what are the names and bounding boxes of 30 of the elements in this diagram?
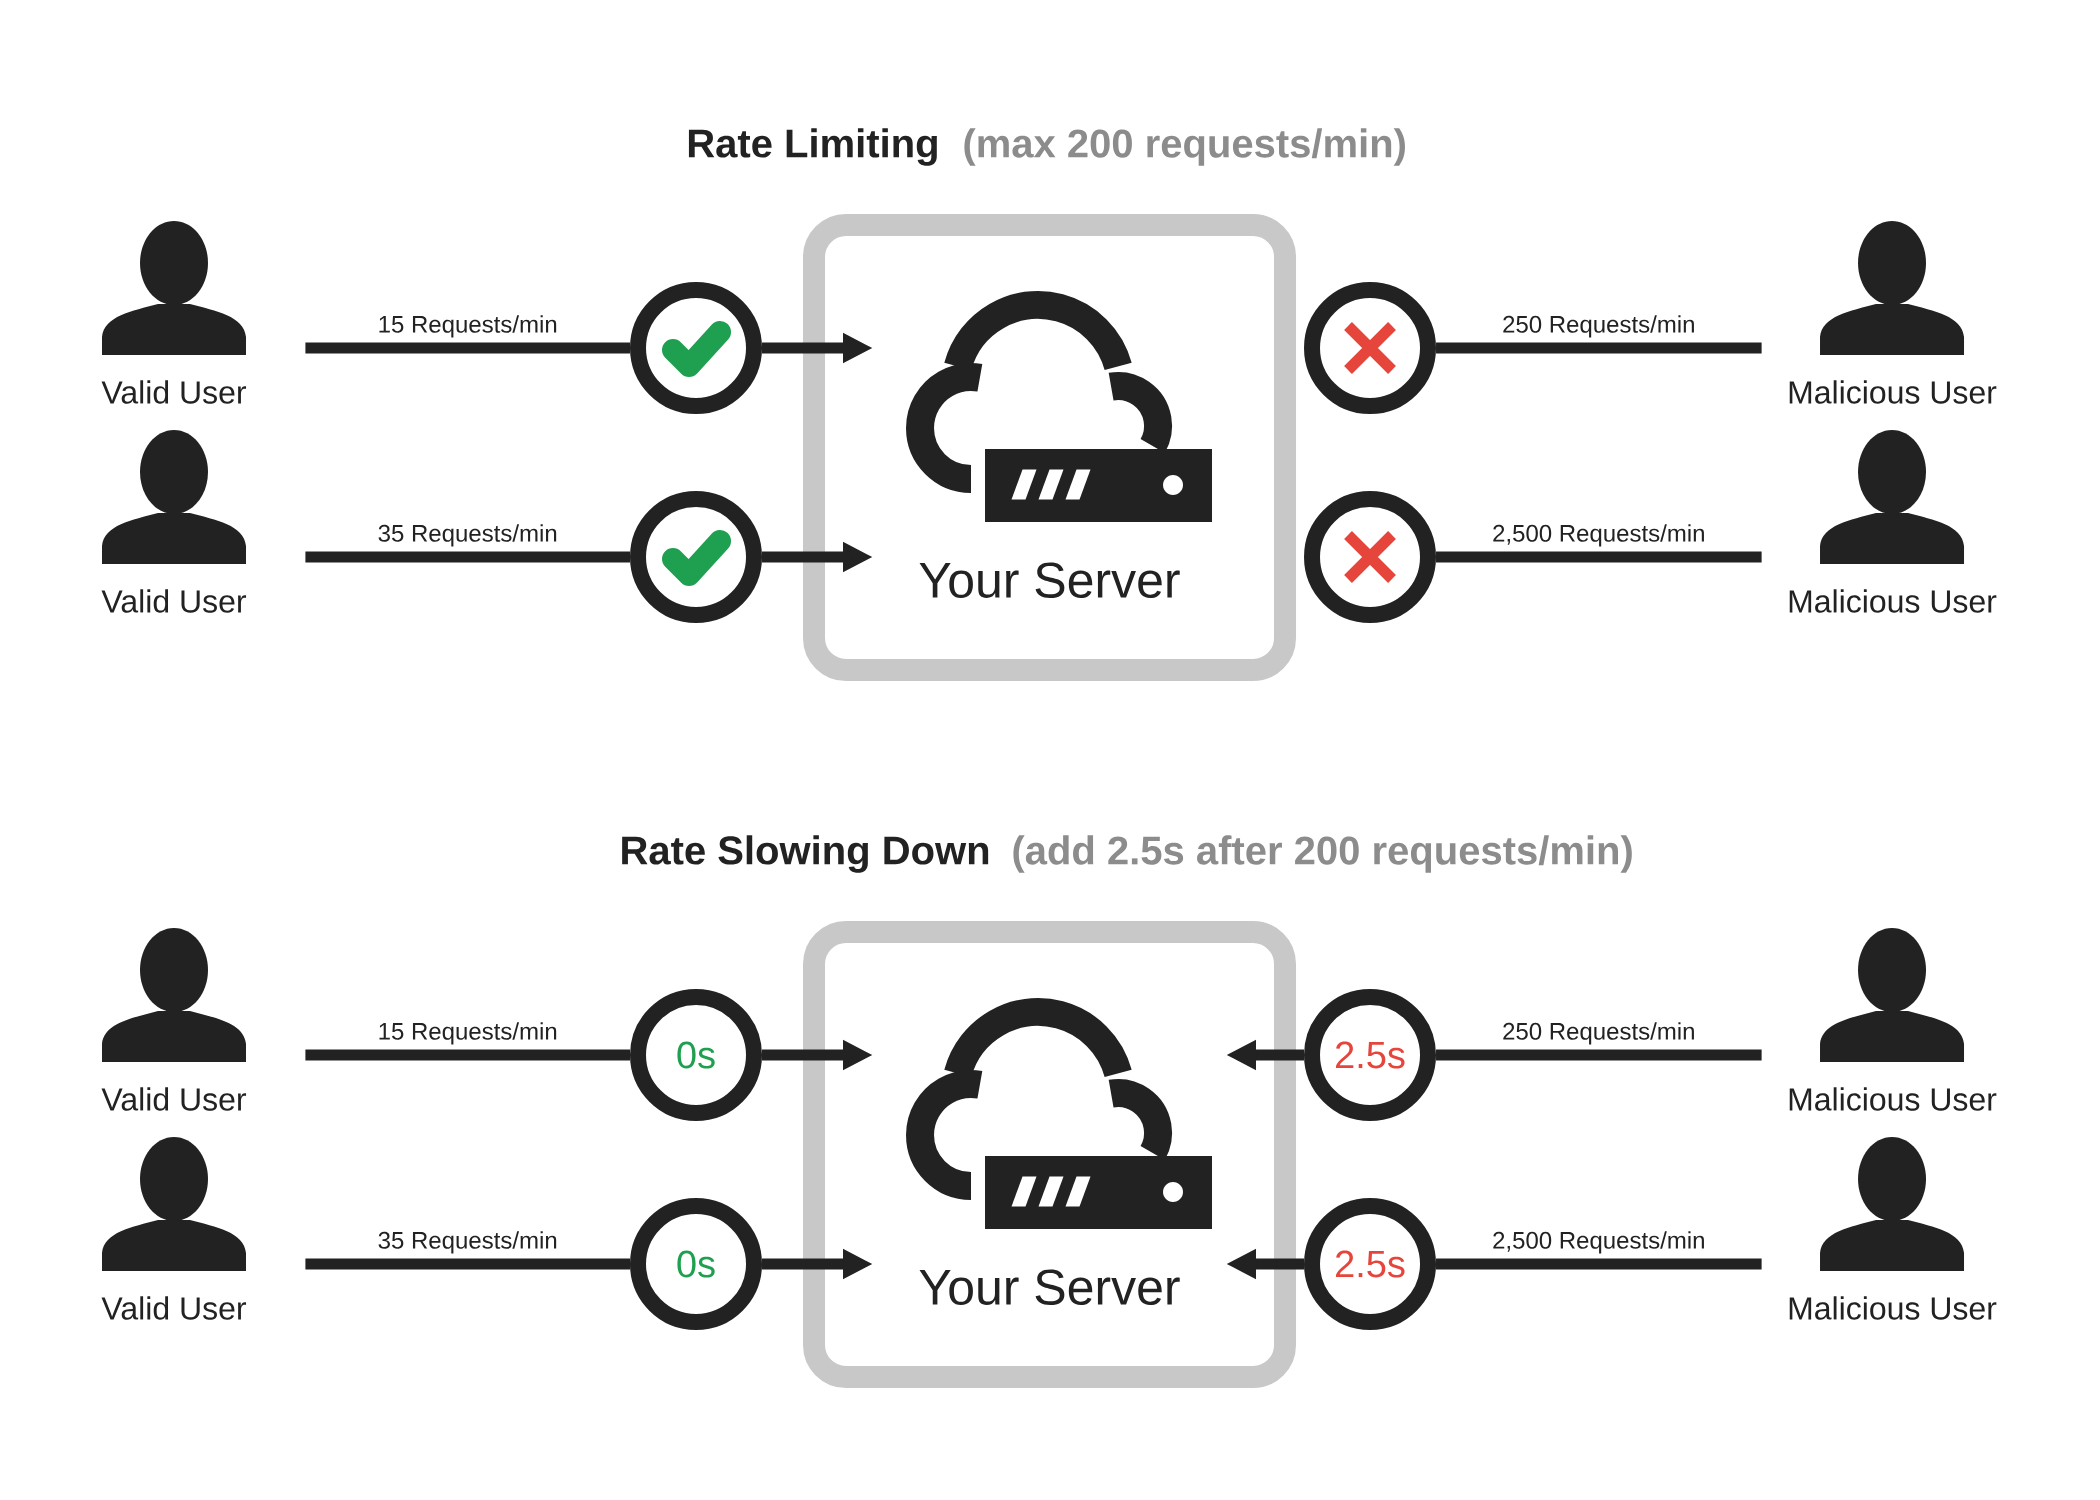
edge-label: 15 Requests/min: [379, 315, 557, 338]
edge-label: 35 Requests/min: [378, 524, 557, 547]
connector-line: [305, 1049, 630, 1061]
heading-note: (max 200 requests/min): [964, 128, 1405, 166]
edge-label: 250 Requests/min: [1503, 315, 1694, 338]
section-heading: Rate Slowing Down: [622, 835, 989, 873]
connector-line: [1436, 551, 1762, 563]
user-label: Valid User: [101, 1296, 247, 1320]
heading-note: (add 2.5s after 200 requests/min): [1013, 835, 1632, 873]
user-label: Malicious User: [1789, 589, 1997, 613]
user-label: Valid User: [101, 589, 247, 613]
connector-line: [305, 551, 630, 563]
edge-label: 15 Requests/min: [379, 1022, 557, 1045]
connector-line: [1436, 1049, 1762, 1061]
server-box: Your Server: [803, 921, 1296, 1388]
section-heading: Rate Limiting: [688, 128, 937, 166]
connector-line: [305, 1258, 630, 1270]
connector-line: [305, 342, 630, 354]
edge-label: 2,500 Requests/min: [1493, 1231, 1704, 1254]
edge-label: 250 Requests/min: [1503, 1022, 1694, 1045]
connector-line: [1436, 342, 1762, 354]
server-box: Your Server: [803, 214, 1296, 681]
edge-label: 35 Requests/min: [378, 1231, 557, 1254]
connector-line: [1436, 1258, 1762, 1270]
user-label: Valid User: [101, 1087, 247, 1111]
user-label: Malicious User: [1789, 1296, 1997, 1320]
user-label: Malicious User: [1789, 380, 1997, 404]
user-label: Valid User: [101, 380, 247, 404]
user-label: Malicious User: [1789, 1087, 1997, 1111]
edge-label: 2,500 Requests/min: [1493, 524, 1704, 547]
